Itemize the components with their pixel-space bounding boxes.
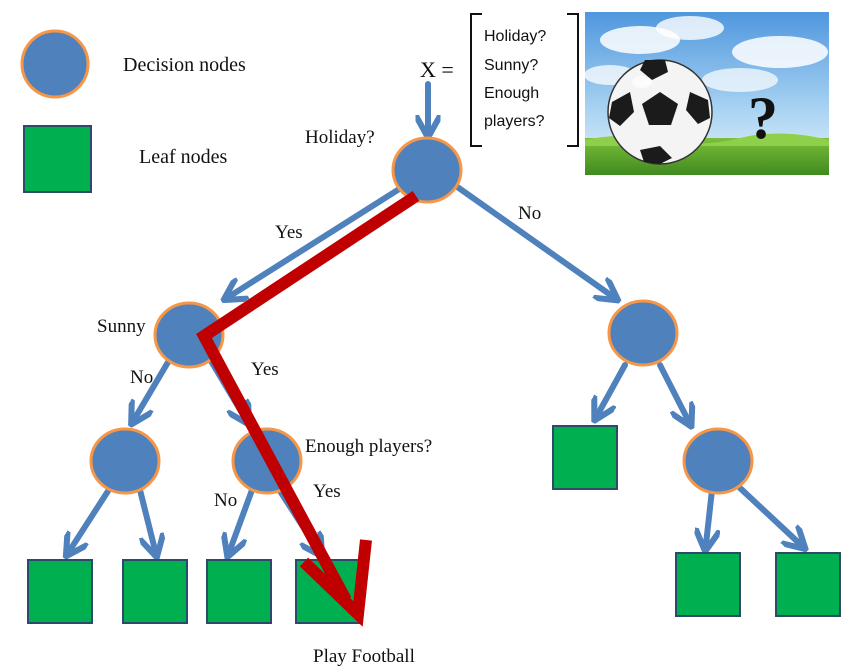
legend-leaf-node-icon bbox=[23, 125, 92, 193]
legend-leaf-label: Leaf nodes bbox=[139, 146, 228, 168]
edge-left-to-leaf-1 bbox=[70, 485, 113, 550]
edge-players-no bbox=[230, 487, 255, 550]
decision-node-right bbox=[607, 299, 679, 367]
leaf-node-2 bbox=[122, 559, 188, 624]
photo-question-mark: ? bbox=[748, 85, 778, 151]
decision-path-arrowhead-icon bbox=[299, 539, 372, 627]
legend-decision-label: Decision nodes bbox=[123, 54, 246, 76]
edge-right-to-node bbox=[657, 362, 688, 420]
edge-label-root-no: No bbox=[518, 203, 541, 224]
input-line-2: Sunny? bbox=[484, 57, 538, 74]
input-vector: X = Holiday? Sunny? Enough players? bbox=[420, 13, 579, 147]
players-question-label: Enough players? bbox=[305, 436, 432, 457]
outcome-label: Play Football bbox=[313, 646, 415, 667]
edge-label-root-yes: Yes bbox=[275, 222, 303, 243]
edge-label-players-yes: Yes bbox=[313, 481, 341, 502]
input-right-bracket bbox=[567, 13, 579, 147]
decision-node-left bbox=[89, 427, 161, 495]
edge-right-to-leaf bbox=[598, 362, 628, 414]
decision-node-right-lower bbox=[682, 427, 754, 495]
input-vector-prefix: X = bbox=[420, 57, 454, 82]
legend: Decision nodes Leaf nodes bbox=[20, 29, 246, 193]
leaf-node-right-1 bbox=[552, 425, 618, 490]
edge-left-to-leaf-2 bbox=[137, 487, 155, 550]
legend-decision-node-icon bbox=[20, 29, 90, 99]
input-left-bracket bbox=[470, 13, 482, 147]
edge-right-node-leaf-1 bbox=[706, 487, 712, 544]
football-photo: ? bbox=[585, 12, 829, 175]
edge-label-sunny-yes: Yes bbox=[251, 359, 279, 380]
input-line-3: Enough bbox=[484, 85, 539, 102]
edge-label-players-no: No bbox=[214, 490, 237, 511]
root-question-label: Holiday? bbox=[305, 127, 375, 148]
soccer-ball-icon bbox=[607, 59, 713, 165]
decision-node-root bbox=[391, 136, 463, 204]
input-line-1: Holiday? bbox=[484, 28, 546, 45]
edge-root-yes bbox=[230, 183, 407, 296]
edge-right-node-leaf-2 bbox=[737, 485, 800, 544]
leaf-node-right-3 bbox=[775, 552, 841, 617]
decision-path-line bbox=[196, 190, 420, 603]
input-line-4: players? bbox=[484, 113, 545, 130]
edge-label-sunny-no: No bbox=[130, 367, 153, 388]
leaf-node-3 bbox=[206, 559, 272, 624]
sunny-question-label: Sunny bbox=[97, 316, 146, 337]
edge-root-no bbox=[453, 183, 612, 296]
leaf-node-1 bbox=[27, 559, 93, 624]
leaf-node-right-2 bbox=[675, 552, 741, 617]
decision-path bbox=[196, 190, 420, 627]
edge-sunny-no bbox=[135, 349, 177, 418]
leaf-nodes bbox=[27, 425, 841, 624]
